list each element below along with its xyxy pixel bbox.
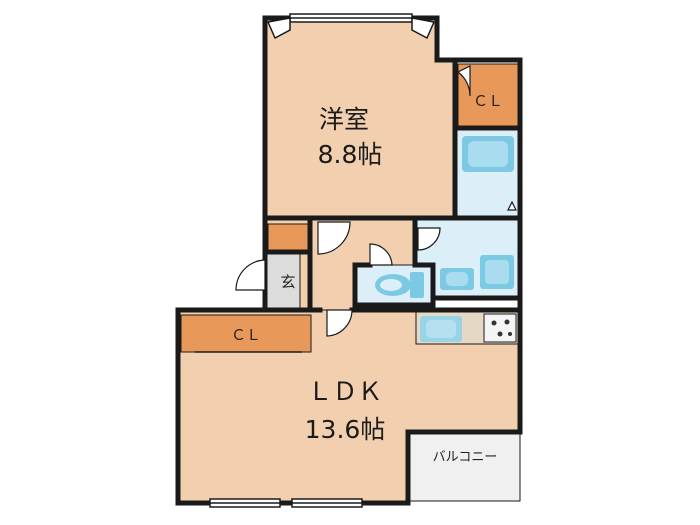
western-room-name: 洋室 (319, 105, 369, 134)
burner-icon (504, 319, 510, 325)
western-room-size: 8.8帖 (318, 140, 383, 169)
gas-stove (483, 313, 517, 343)
washing-machine-inner (485, 260, 509, 284)
walls (175, 15, 523, 506)
closet-ldk (180, 314, 312, 353)
burner-icon (508, 332, 512, 336)
balcony-label: バルコニー (433, 450, 498, 465)
kitchen-sink-inner (426, 320, 456, 338)
ldk-name: ＬＤＫ (307, 377, 382, 406)
windows (195, 13, 436, 508)
burner-icon (497, 331, 503, 337)
toilet-tank (410, 272, 424, 298)
closet-hall (267, 223, 309, 251)
burner-icon (491, 320, 497, 326)
bathtub-inner (468, 141, 508, 167)
closet-ldk-label: ＣＬ (231, 326, 261, 344)
toilet-bowl-inner (380, 279, 402, 291)
wash-basin-inner (446, 272, 468, 286)
balcony (409, 433, 521, 502)
doors (235, 65, 517, 337)
closet-bedroom-label: ＣＬ (473, 92, 503, 110)
entrance-label: 玄 (280, 273, 295, 291)
ldk-size: 13.6帖 (305, 415, 386, 444)
